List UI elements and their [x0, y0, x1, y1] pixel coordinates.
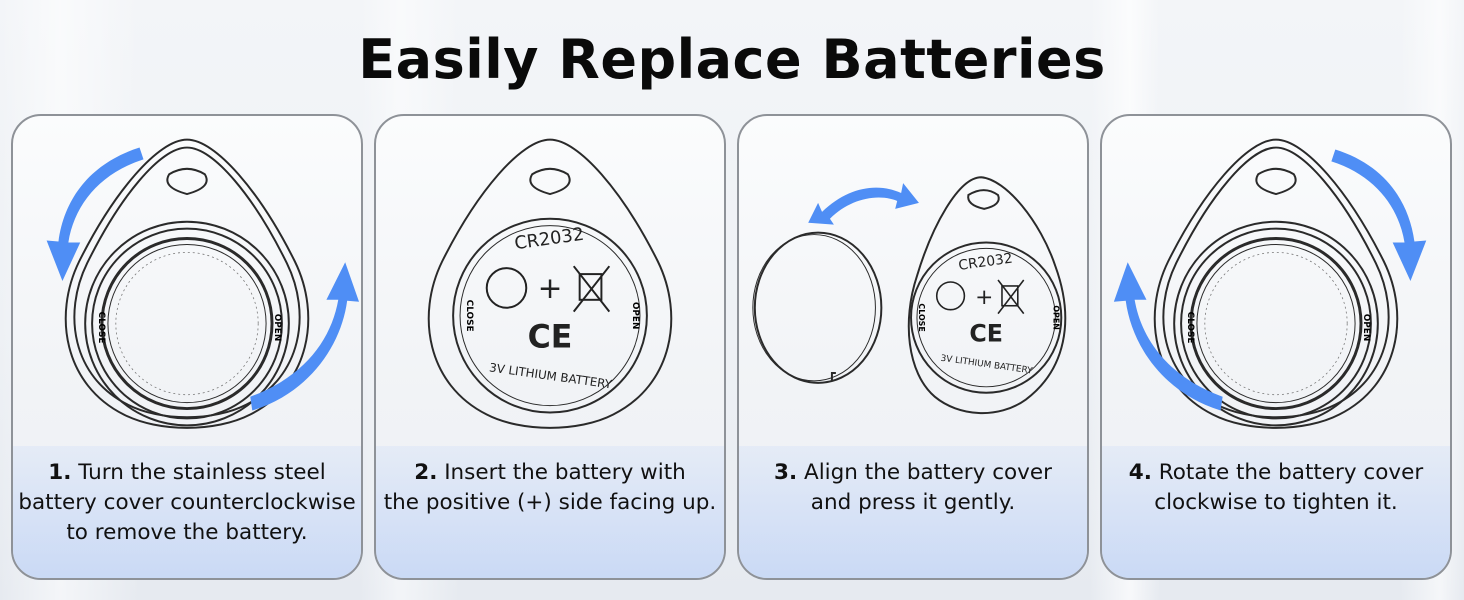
step-text: Insert the battery with — [444, 460, 686, 485]
rotate-counterclockwise-arrows-icon — [46, 147, 360, 411]
step-text: battery cover counterclockwise — [18, 490, 356, 515]
open-label: OPEN — [630, 302, 640, 330]
ce-mark: CE — [528, 319, 573, 355]
battery-face-icon: CR2032 + CE 3V LITHIUM BATTERY — [485, 224, 614, 392]
step-line: 1. Turn the stainless steel — [13, 458, 361, 488]
child-warning-icon — [485, 267, 528, 309]
step-text: Rotate the battery cover — [1158, 460, 1424, 485]
device-body — [1153, 138, 1399, 429]
close-label: CLOSE — [1185, 312, 1195, 344]
device-back-illustration: CLOSE OPEN — [1113, 138, 1427, 429]
close-label: CLOSE — [96, 312, 106, 344]
step-text: Align the battery cover — [804, 460, 1052, 485]
step-caption-1: 1. Turn the stainless steel battery cove… — [13, 446, 361, 578]
crossed-bin-icon — [997, 279, 1025, 315]
device-open-illustration: CR2032 + CE 3V LITHIUM BATTERY CLOSE OPE… — [427, 138, 673, 429]
open-label: OPEN — [272, 314, 282, 342]
battery-model-label: CR2032 — [513, 224, 585, 255]
rotate-clockwise-arrows-icon — [1113, 149, 1427, 411]
open-label: OPEN — [1051, 305, 1060, 330]
step-caption-3: 3. Align the battery cover and press it … — [739, 446, 1087, 578]
double-arrow-icon — [808, 183, 919, 225]
battery-model-label: CR2032 — [958, 251, 1014, 274]
step-text: Turn the stainless steel — [78, 460, 326, 485]
battery-type-label: 3V LITHIUM BATTERY — [940, 354, 1034, 377]
page-title: Easily Replace Batteries — [358, 28, 1106, 91]
open-label: OPEN — [1361, 314, 1371, 342]
step-line: 2. Insert the battery with — [376, 458, 724, 488]
step-number: 1. — [48, 460, 72, 485]
battery-type-label: 3V LITHIUM BATTERY — [488, 360, 613, 391]
step-text: and press it gently. — [810, 490, 1016, 515]
close-label: CLOSE — [464, 300, 474, 332]
battery-cover — [752, 231, 883, 384]
step-card-1: CLOSE OPEN 1. Turn the stainless steel b… — [11, 114, 363, 580]
step-card-3: CR2032 + CE 3V LITHIUM BATTERY CLOSE OPE… — [737, 114, 1089, 580]
step-caption-2: 2. Insert the battery with the positive … — [376, 446, 724, 578]
step-card-4: CLOSE OPEN 4. Rotate the battery cover c… — [1100, 114, 1452, 580]
step-line: 3. Align the battery cover — [739, 458, 1087, 488]
device-body — [427, 138, 673, 429]
device-back-illustration: CLOSE OPEN — [46, 138, 360, 429]
device-body — [907, 176, 1067, 415]
child-warning-icon — [935, 281, 966, 311]
plus-sign: + — [538, 270, 563, 305]
ce-mark: CE — [969, 319, 1003, 347]
step-text: clockwise to tighten it. — [1154, 490, 1398, 515]
step-text: to remove the battery. — [66, 520, 308, 545]
crossed-bin-icon — [572, 265, 611, 313]
step-card-2: CR2032 + CE 3V LITHIUM BATTERY CLOSE OPE… — [374, 114, 726, 580]
step-number: 2. — [414, 460, 438, 485]
plus-sign: + — [975, 285, 993, 310]
close-label: CLOSE — [917, 303, 926, 331]
step-text: the positive (+) side facing up. — [383, 490, 717, 515]
step-line: 4. Rotate the battery cover — [1102, 458, 1450, 488]
step-number: 4. — [1128, 460, 1152, 485]
step-caption-4: 4. Rotate the battery cover clockwise to… — [1102, 446, 1450, 578]
step-number: 3. — [774, 460, 798, 485]
cover-align-illustration: CR2032 + CE 3V LITHIUM BATTERY CLOSE OPE… — [752, 176, 1067, 415]
battery-face-icon: CR2032 + CE 3V LITHIUM BATTERY — [935, 251, 1034, 377]
device-body — [64, 138, 310, 429]
